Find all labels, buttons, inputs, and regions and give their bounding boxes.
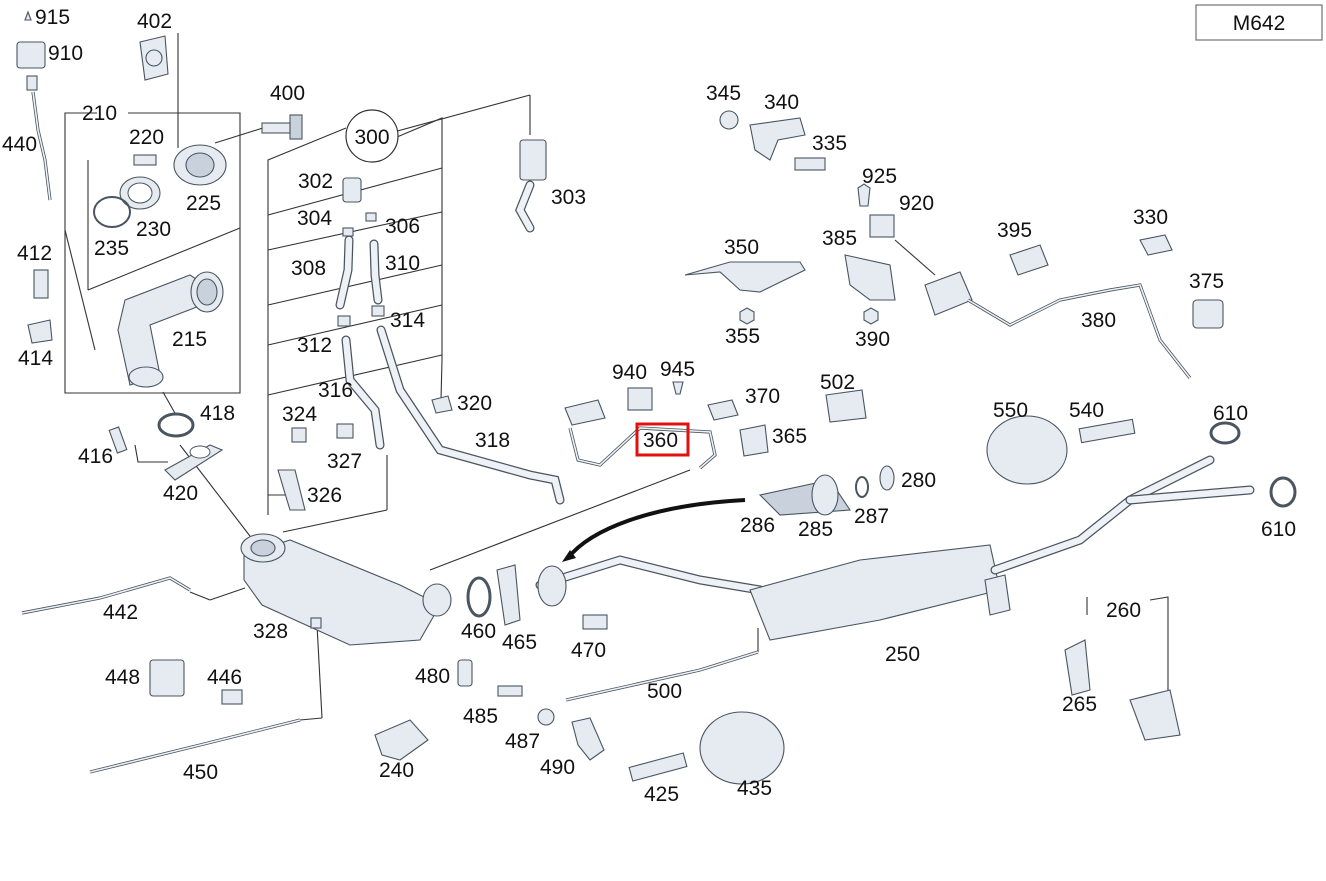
part-label-225[interactable]: 225 [186,192,221,215]
part-label-285[interactable]: 285 [798,518,833,541]
part-label-450[interactable]: 450 [183,761,218,784]
part-label-240[interactable]: 240 [379,759,414,782]
part-label-335[interactable]: 335 [812,132,847,155]
part-label-400[interactable]: 400 [270,82,305,105]
part-label-487[interactable]: 487 [505,730,540,753]
part-label-318[interactable]: 318 [475,429,510,452]
part-label-442[interactable]: 442 [103,601,138,624]
part-label-355[interactable]: 355 [725,325,760,348]
part-label-312[interactable]: 312 [297,334,332,357]
part-label-502[interactable]: 502 [820,371,855,394]
part-label-345[interactable]: 345 [706,82,741,105]
part-label-500[interactable]: 500 [647,680,682,703]
part-label-300[interactable]: 300 [354,126,389,149]
part-label-328[interactable]: 328 [253,620,288,643]
part-label-360[interactable]: 360 [643,429,678,452]
part-label-303[interactable]: 303 [551,186,586,209]
part-label-260[interactable]: 260 [1106,599,1141,622]
model-label: M642 [1233,12,1286,35]
part-label-448[interactable]: 448 [105,666,140,689]
part-label-302[interactable]: 302 [298,170,333,193]
part-label-470[interactable]: 470 [571,639,606,662]
part-label-540[interactable]: 540 [1069,399,1104,422]
part-label-314[interactable]: 314 [390,309,425,332]
part-label-390[interactable]: 390 [855,328,890,351]
part-label-310[interactable]: 310 [385,252,420,275]
part-label-412[interactable]: 412 [17,242,52,265]
part-label-480[interactable]: 480 [415,665,450,688]
part-label-940[interactable]: 940 [612,361,647,384]
part-label-235[interactable]: 235 [94,237,129,260]
part-label-425[interactable]: 425 [644,783,679,806]
highlight-box-360 [635,422,690,457]
part-label-286[interactable]: 286 [740,514,775,537]
part-label-945[interactable]: 945 [660,358,695,381]
part-label-550[interactable]: 550 [993,399,1028,422]
part-label-385[interactable]: 385 [822,227,857,250]
part-label-230[interactable]: 230 [136,218,171,241]
part-label-915[interactable]: 915 [35,6,70,29]
part-label-308[interactable]: 308 [291,257,326,280]
part-label-402[interactable]: 402 [137,10,172,33]
part-label-370[interactable]: 370 [745,385,780,408]
part-label-440[interactable]: 440 [2,133,37,156]
part-label-306[interactable]: 306 [385,215,420,238]
part-label-287[interactable]: 287 [854,505,889,528]
part-label-330[interactable]: 330 [1133,206,1168,229]
part-label-610-bottom[interactable]: 610 [1261,518,1296,541]
part-label-485[interactable]: 485 [463,705,498,728]
part-label-340[interactable]: 340 [764,91,799,114]
part-label-304[interactable]: 304 [297,207,332,230]
part-label-320[interactable]: 320 [457,392,492,415]
part-label-220[interactable]: 220 [129,126,164,149]
part-label-365[interactable]: 365 [772,425,807,448]
part-label-446[interactable]: 446 [207,666,242,689]
leader-lines [64,33,1169,721]
part-label-490[interactable]: 490 [540,756,575,779]
part-label-324[interactable]: 324 [282,403,317,426]
part-label-316[interactable]: 316 [318,379,353,402]
part-label-920[interactable]: 920 [899,192,934,215]
part-label-350[interactable]: 350 [724,236,759,259]
part-label-380[interactable]: 380 [1081,309,1116,332]
part-label-375[interactable]: 375 [1189,270,1224,293]
part-label-414[interactable]: 414 [18,347,53,370]
part-label-435[interactable]: 435 [737,777,772,800]
part-label-610-top[interactable]: 610 [1213,402,1248,425]
part-labels: 915 910 402 440 210 220 400 300 302 303 … [2,6,1296,806]
model-badge: M642 [1195,4,1323,41]
part-label-327[interactable]: 327 [327,450,362,473]
part-label-395[interactable]: 395 [997,219,1032,242]
part-label-416[interactable]: 416 [78,445,113,468]
part-label-215[interactable]: 215 [172,328,207,351]
part-label-265[interactable]: 265 [1062,693,1097,716]
part-label-465[interactable]: 465 [502,631,537,654]
part-label-250[interactable]: 250 [885,643,920,666]
part-label-460[interactable]: 460 [461,620,496,643]
part-label-326[interactable]: 326 [307,484,342,507]
part-label-210[interactable]: 210 [82,102,117,125]
part-label-418[interactable]: 418 [200,402,235,425]
part-label-420[interactable]: 420 [163,482,198,505]
part-label-910[interactable]: 910 [48,42,83,65]
part-label-925[interactable]: 925 [862,165,897,188]
part-drawings [16,10,1297,785]
part-label-280[interactable]: 280 [901,469,936,492]
